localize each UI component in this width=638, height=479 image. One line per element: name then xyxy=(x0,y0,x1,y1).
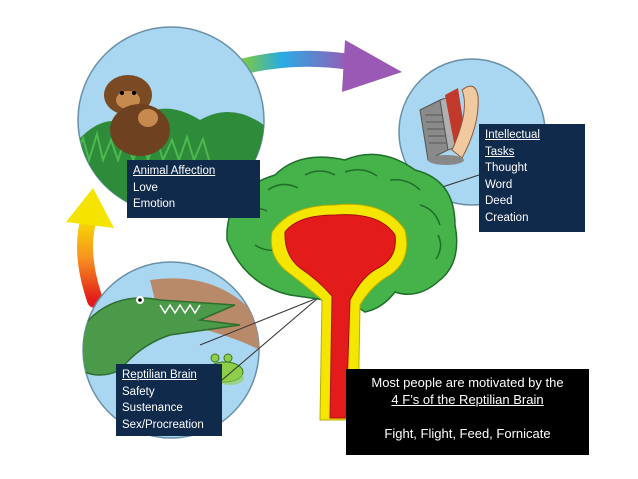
intellectual-title-line1: Intellectual xyxy=(485,129,540,141)
reptilian-item-sustenance: Sustenance xyxy=(122,402,183,414)
intellect-item-word: Word xyxy=(485,178,513,191)
reptilian-item-sex: Sex/Procreation xyxy=(122,418,204,431)
animal-affection-title: Animal Affection xyxy=(133,165,216,177)
summary-line-2: 4 F’s of the Reptilian Brain xyxy=(391,392,544,407)
reptilian-title: Reptilian Brain xyxy=(122,369,197,381)
brain-cross-section xyxy=(226,153,458,421)
intellectual-title-line2: Tasks xyxy=(485,145,515,158)
intellect-item-thought: Thought xyxy=(485,162,528,174)
intellect-item-creation: Creation xyxy=(485,211,529,224)
intellect-item-deed: Deed xyxy=(485,195,513,207)
reptilian-brain-box: Reptilian Brain Safety Sustenance Sex/Pr… xyxy=(116,364,222,436)
animal-affection-box: Animal Affection Love Emotion xyxy=(127,160,260,218)
four-fs-summary-box: Most people are motivated by the 4 F’s o… xyxy=(346,369,589,455)
reptilian-item-safety: Safety xyxy=(122,385,155,398)
animal-item-emotion: Emotion xyxy=(133,198,176,210)
frog-illustration xyxy=(216,371,244,385)
animal-item-love: Love xyxy=(133,181,158,194)
intellectual-tasks-box: Intellectual Tasks Thought Word Deed Cre… xyxy=(479,124,585,232)
summary-line-3: Fight, Flight, Feed, Fornicate xyxy=(384,426,551,441)
summary-line-1: Most people are motivated by the xyxy=(371,375,564,390)
